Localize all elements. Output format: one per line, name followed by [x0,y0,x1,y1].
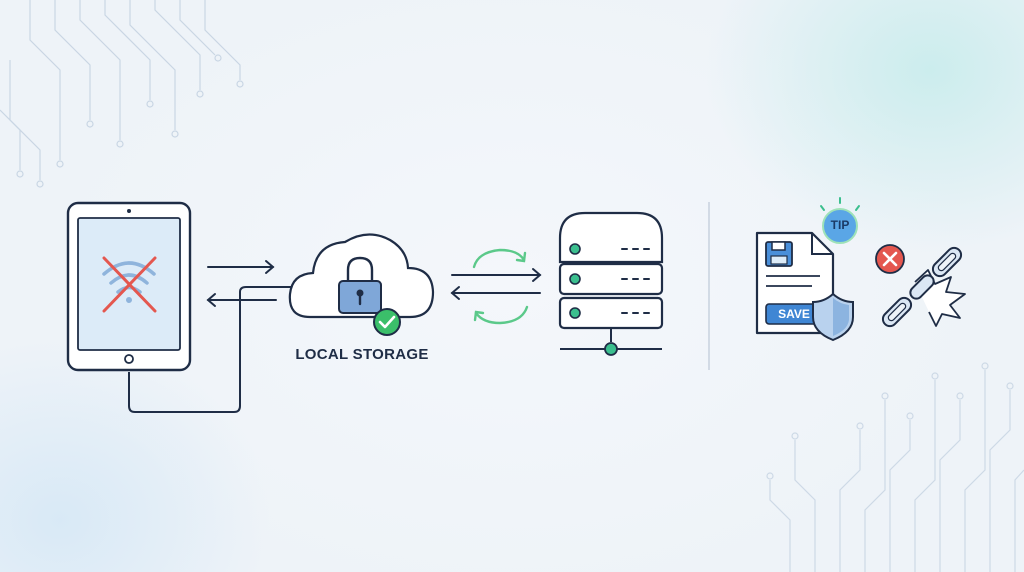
shield-icon [812,292,854,342]
circuit-traces-bottom-right [766,362,1024,572]
error-x-icon [875,244,905,274]
sync-icon [472,248,529,325]
broken-link-icon [881,246,966,328]
save-label: SAVE [778,307,810,321]
tip-badge-icon [820,197,860,244]
arrow-to-server [451,268,542,282]
arrow-to-storage [207,260,275,274]
wifi-off-icon [102,256,157,313]
tablet-cable [128,286,292,413]
tip-label: TIP [830,218,850,232]
arrow-from-storage [206,293,277,307]
local-storage-label: LOCAL STORAGE [295,346,429,363]
arrow-from-server [450,286,541,300]
circuit-traces-top-left [0,0,244,188]
cloud-lock-icon [288,233,435,336]
server-rack-icon [558,211,664,356]
